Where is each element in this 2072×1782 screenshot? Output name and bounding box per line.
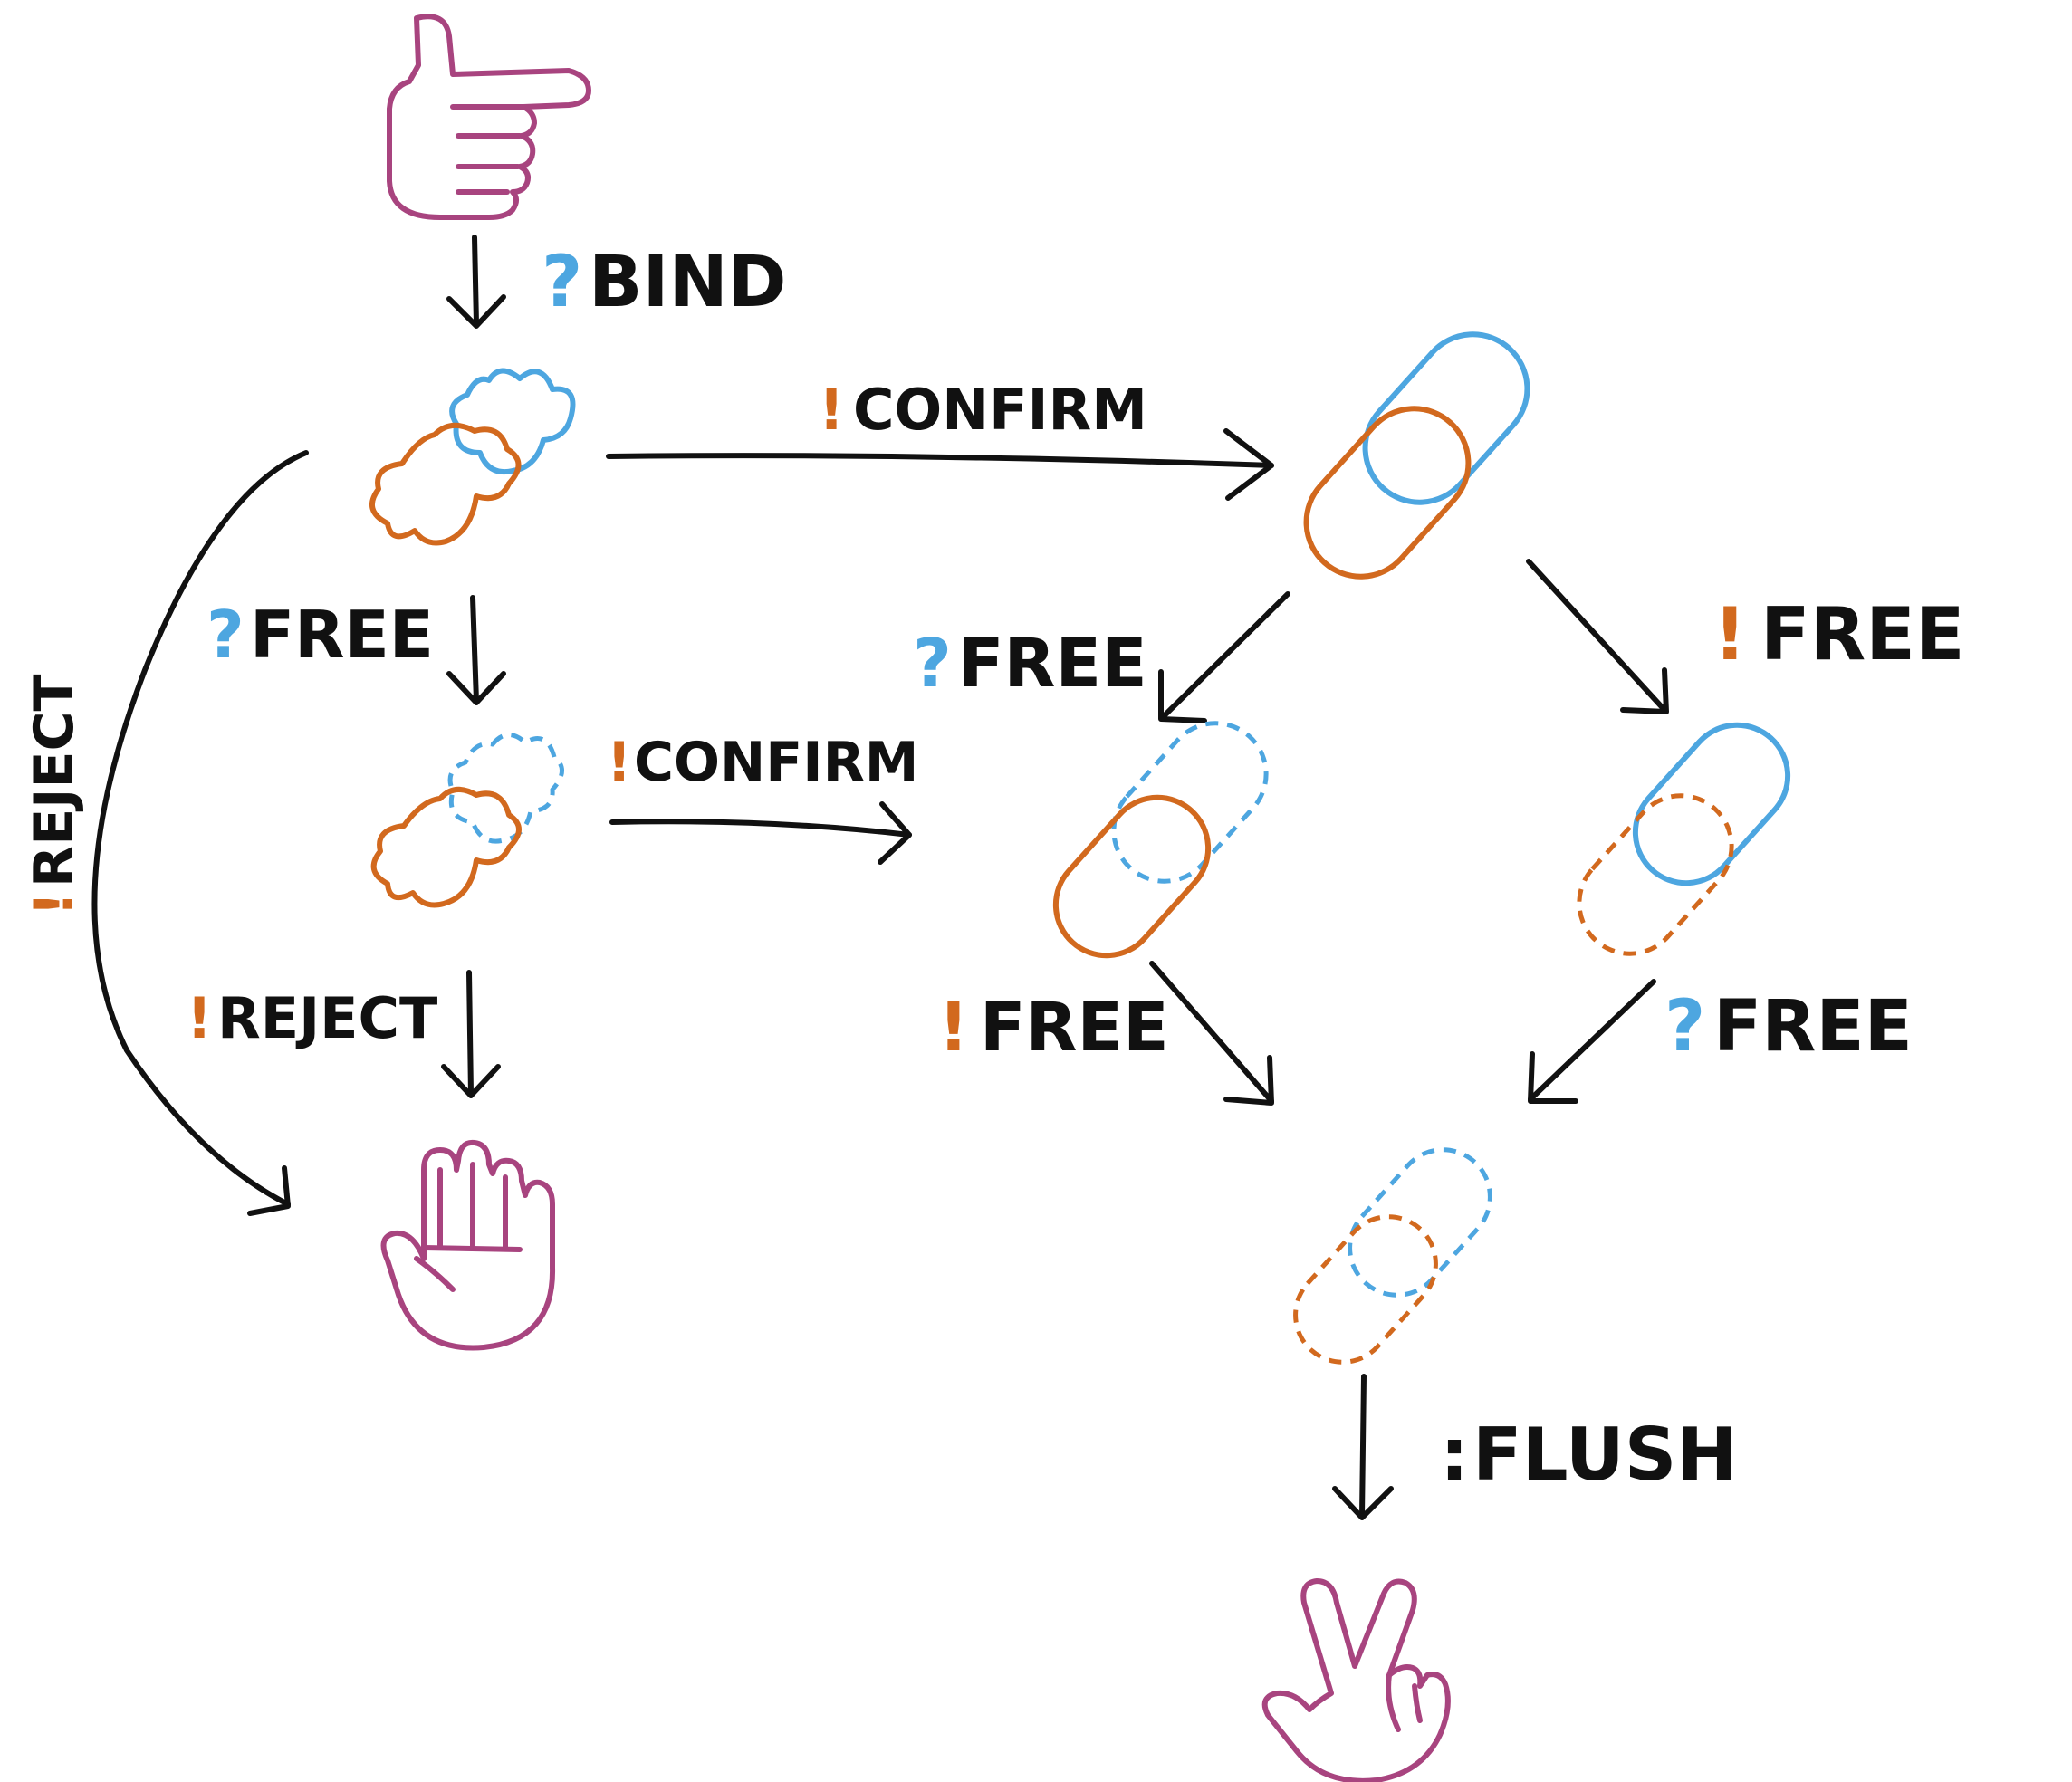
reject-down-arrow — [441, 970, 501, 1098]
half-freed-blob-pair-icon — [370, 733, 564, 908]
flush-prefix: : — [1440, 1413, 1469, 1497]
free-chain-left-arrow — [1158, 591, 1290, 723]
chain-link-blue-freed-icon — [1052, 721, 1269, 959]
free-chain-left-prefix: ? — [913, 625, 952, 703]
reject-down-label: REJECT — [217, 985, 437, 1051]
free-chain-left-label: FREE — [958, 625, 1147, 703]
confirm-top-label: CONFIRM — [853, 377, 1147, 443]
free-lower-right-arrow — [1528, 979, 1656, 1104]
free-chain-right-label: FREE — [1760, 592, 1965, 676]
free-left-label: FREE — [250, 597, 434, 673]
bind-arrow — [446, 235, 506, 329]
bind-label: BIND — [589, 242, 787, 323]
free-lower-left-arrow — [1149, 961, 1274, 1106]
free-lower-right-label: FREE — [1713, 986, 1913, 1068]
pointing-hand-icon — [387, 14, 591, 220]
confirm-top-arrow — [606, 428, 1274, 501]
flush-label: FLUSH — [1472, 1413, 1737, 1497]
free-left-prefix: ? — [206, 597, 245, 673]
flush-arrow — [1332, 1374, 1394, 1520]
reject-vertical-label: REJECT — [23, 674, 86, 887]
free-lower-left-label: FREE — [980, 989, 1169, 1067]
confirm-mid-label: CONFIRM — [634, 731, 918, 794]
peace-hand-icon — [1261, 1578, 1451, 1782]
chain-link-orange-freed-icon — [1577, 722, 1791, 956]
chain-link-freed-icon — [1293, 1147, 1492, 1365]
free-left-arrow — [446, 595, 506, 705]
bound-blob-pair-icon — [369, 368, 576, 546]
reject-vertical-text: ! REJECT — [23, 674, 86, 916]
free-chain-right-arrow — [1526, 559, 1669, 714]
bind-prefix: ? — [542, 242, 582, 323]
confirm-mid-arrow — [609, 801, 912, 865]
free-lower-right-prefix: ? — [1664, 986, 1705, 1068]
free-chain-right-prefix: ! — [1713, 592, 1746, 676]
reject-vertical-prefix: ! — [23, 892, 86, 916]
reject-long-arrow — [91, 450, 309, 1216]
confirm-mid-prefix: ! — [607, 731, 631, 794]
chain-link-icon — [1303, 331, 1530, 580]
free-lower-left-prefix: ! — [938, 989, 969, 1067]
raised-hand-icon — [380, 1139, 556, 1351]
reject-down-prefix: ! — [187, 985, 212, 1051]
confirm-top-prefix: ! — [819, 377, 844, 443]
